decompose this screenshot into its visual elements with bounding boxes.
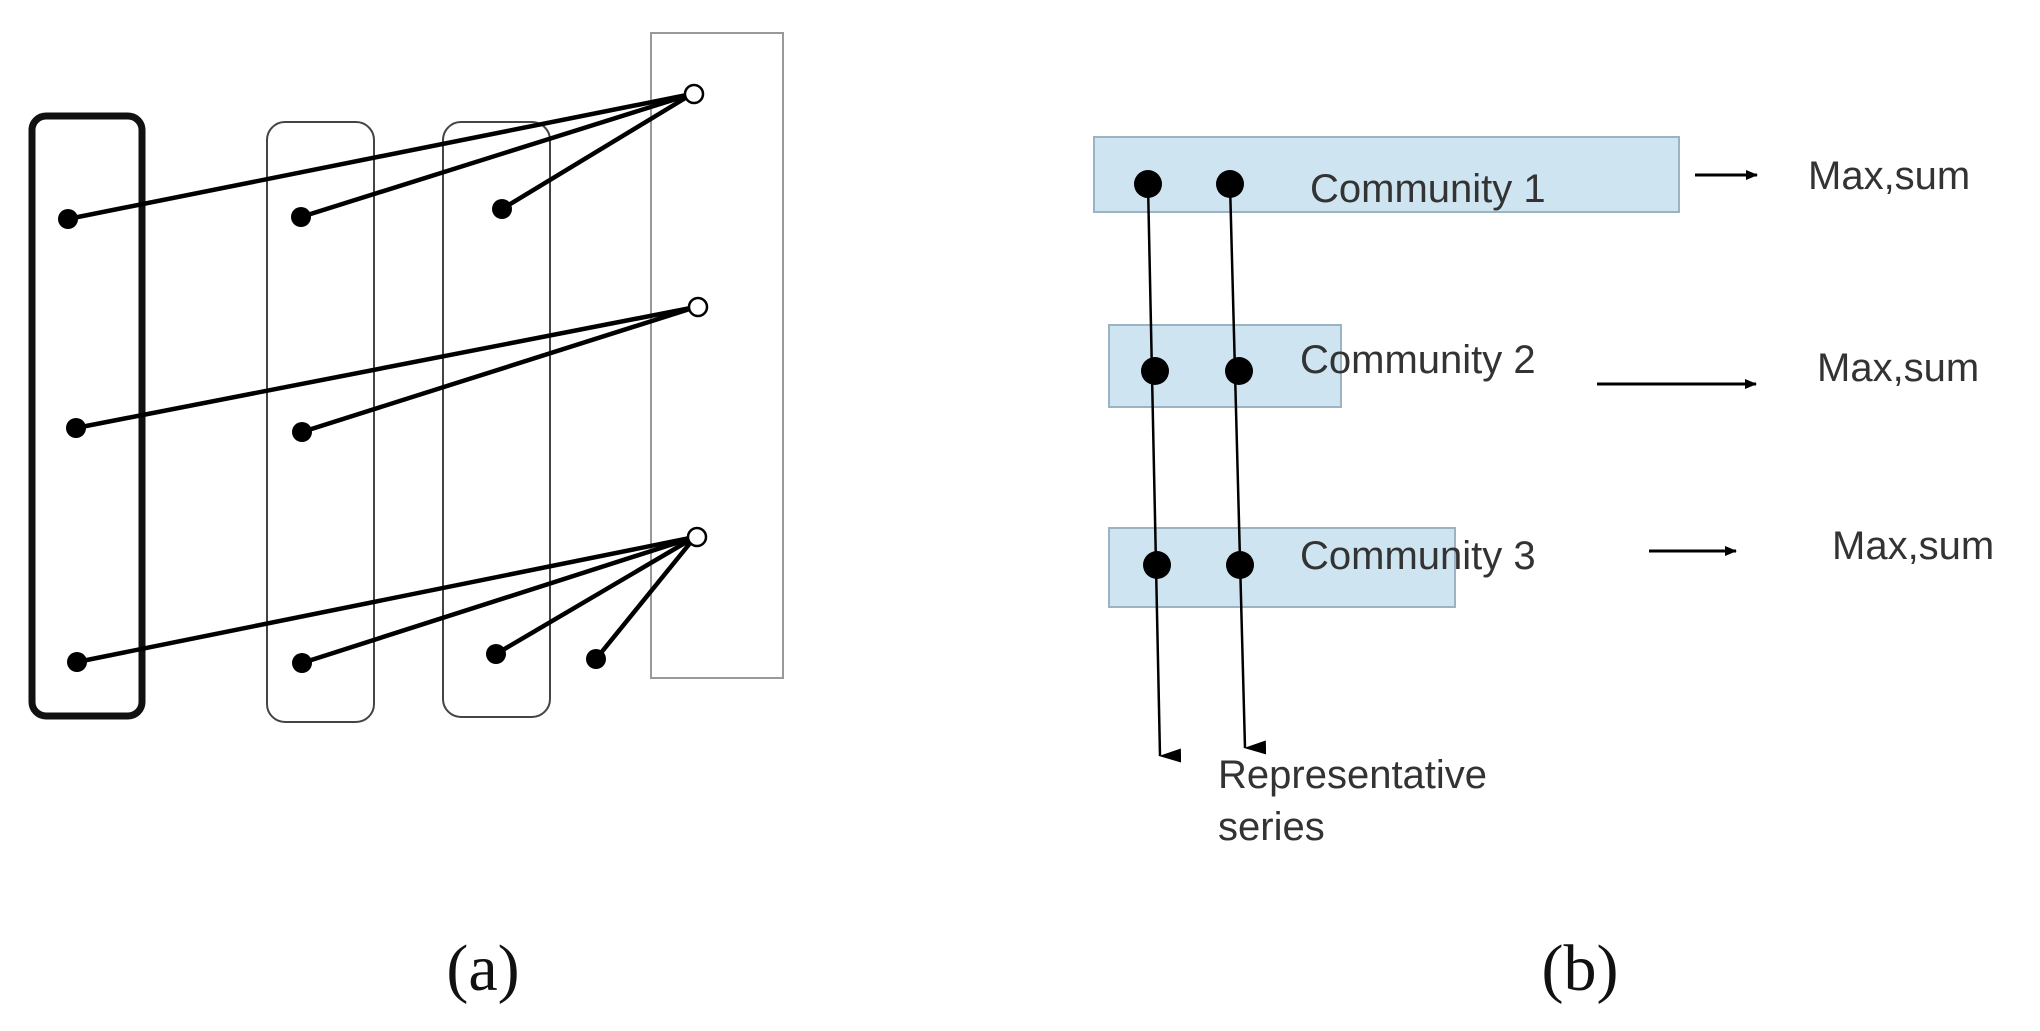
edge [301,534,696,666]
edge [300,91,693,220]
panel-b: Community 1 Community 2 Community 3 Max,… [1093,136,1994,1005]
series-node [1226,551,1254,579]
community-box-1 [1093,136,1680,213]
output-label-3: Max,sum [1832,524,1994,568]
target-box [650,32,784,679]
source-node [486,644,506,664]
output-label-1: Max,sum [1808,154,1970,198]
result-label-line2: series [1218,805,1325,849]
series-arrow-1 [1146,183,1182,763]
edge [75,304,697,431]
community-label-1: Community 1 [1310,167,1546,211]
source-node [58,209,78,229]
source-node [492,199,512,219]
series-node [1143,551,1171,579]
caption-b: (b) [1542,932,1619,1005]
source-node [66,418,86,438]
target-node [683,83,705,105]
target-node [687,296,709,318]
community-label-2: Community 2 [1300,338,1536,382]
caption-a: (a) [446,932,519,1005]
result-label-line1: Representative [1218,753,1487,797]
source-node [67,652,87,672]
edge [494,535,697,656]
source-node [291,207,311,227]
edge [67,91,693,222]
edge [76,534,696,665]
series-arrow-2 [1228,183,1267,755]
series-node [1134,170,1162,198]
series-node [1141,357,1169,385]
community-label-3: Community 3 [1300,534,1536,578]
output-label-2: Max,sum [1817,346,1979,390]
group-box-2 [266,121,375,723]
source-node [292,653,312,673]
edge [594,535,697,661]
target-node [686,526,708,548]
source-node [292,422,312,442]
edge [500,92,694,211]
community-box-2 [1108,324,1342,408]
series-node [1216,170,1244,198]
edge [301,304,697,435]
panel-a: (a) [28,32,784,1005]
group-box-3 [442,121,551,718]
series-node [1225,357,1253,385]
source-node [586,649,606,669]
